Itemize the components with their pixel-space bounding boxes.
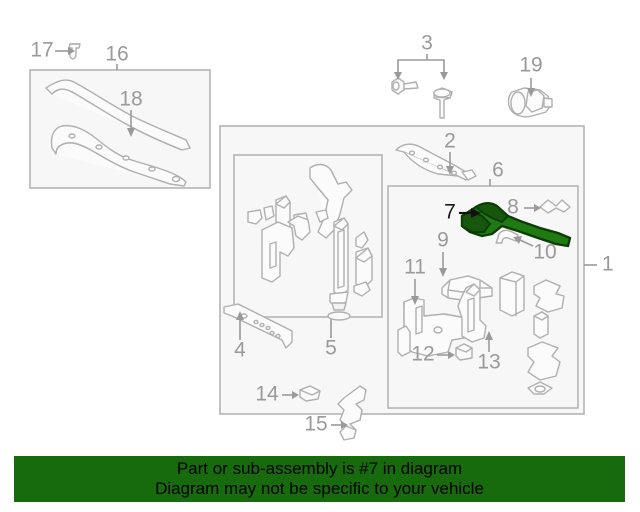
part-10-hook [495,229,519,244]
arrowhead-13 [485,331,493,340]
part-15-bracket [337,385,367,441]
arrowhead-4 [236,311,244,320]
arrowhead-17 [68,47,75,55]
arrowhead-12 [448,351,455,359]
callout-7: 7 [444,201,456,224]
panel-6-misc-parts [499,271,565,395]
part-3-bolts [391,77,453,119]
part-12-clip [455,343,473,361]
part-7-highlighted [460,202,572,248]
callout-12: 12 [411,343,434,366]
callout-4: 4 [234,339,246,362]
callout-6: 6 [492,159,504,182]
arrowhead-3b [440,72,448,80]
banner-line-2: Diagram may not be specific to your vehi… [155,479,484,498]
part-16-support-panel [50,124,187,187]
callout-17: 17 [30,39,53,62]
callout-1: 1 [602,253,614,276]
arrowhead-14 [292,391,299,399]
arrowhead-15 [341,421,348,429]
arrowhead-3a [394,72,402,80]
callout-11: 11 [404,256,426,279]
arrowhead-2 [446,166,454,175]
callout-15: 15 [304,413,327,436]
callout-2: 2 [444,130,456,153]
arrowhead-8 [534,204,541,212]
part-14-clip [299,385,321,402]
panel-5-parts-group [247,163,373,321]
banner-line-1: Part or sub-assembly is #7 in diagram [176,459,463,478]
callout-13: 13 [477,351,500,374]
callout-14: 14 [255,383,279,406]
part-8-bracket [539,199,571,214]
arrowhead-7 [471,208,481,218]
arrowhead-18 [127,128,135,137]
callout-18: 18 [119,88,142,111]
leader-3-bracket [397,59,445,72]
info-banner: Part or sub-assembly is #7 in diagram Di… [14,456,625,502]
arrowhead-19 [527,88,535,97]
callout-10: 10 [533,241,556,264]
arrowhead-11 [411,296,419,305]
callout-5: 5 [325,337,337,360]
callout-9: 9 [437,229,449,252]
arrowhead-9 [439,268,447,277]
callout-8: 8 [507,196,519,219]
arrowhead-10 [513,236,522,244]
part-18-upper-rail [45,79,191,151]
callout-16: 16 [105,43,128,66]
callout-3: 3 [421,32,433,55]
part-13-brace [457,283,487,343]
leader-10 [519,239,534,247]
callout-19: 19 [519,54,542,77]
